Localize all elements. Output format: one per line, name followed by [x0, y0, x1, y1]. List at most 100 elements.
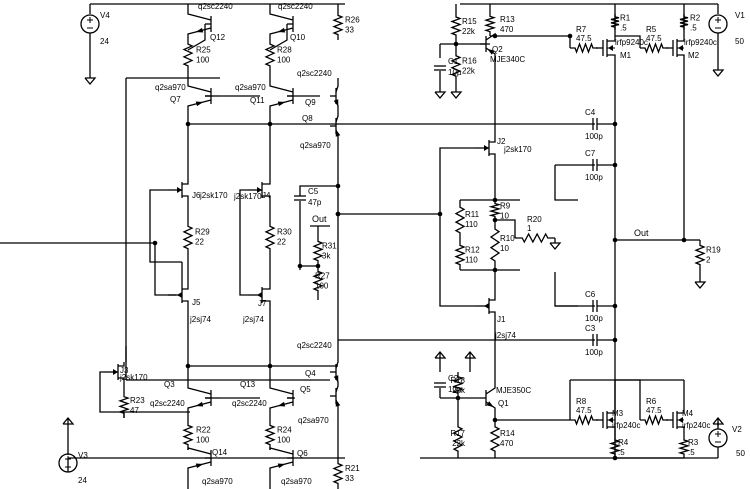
- resistor-r1: R1.5: [610, 14, 631, 33]
- capacitor-value: 10µ: [448, 68, 462, 77]
- junction-dot: [335, 183, 341, 189]
- junction-dot: [681, 237, 687, 243]
- transistor-name: J3: [120, 366, 129, 375]
- resistor-name: R15: [462, 17, 477, 26]
- resistor-name: R13: [500, 15, 515, 24]
- resistor-name: R16: [462, 56, 477, 65]
- ground-icon: [434, 91, 447, 100]
- resistor-value: 3k: [322, 252, 331, 261]
- resistor-name: R3: [688, 438, 699, 447]
- transistor-model: irfp240c: [612, 421, 640, 430]
- capacitor-name: C4: [585, 108, 596, 117]
- transistor-name: Q5: [300, 385, 311, 394]
- transistor-model: q2sa970: [202, 477, 233, 486]
- resistor-name: R17: [450, 429, 465, 438]
- capacitor-value: 10µ: [448, 385, 462, 394]
- junction-dot: [335, 211, 341, 217]
- supply-arrow-icon: [62, 416, 75, 426]
- resistor-name: R10: [500, 234, 515, 243]
- ground-icon: [450, 91, 463, 100]
- source-name: V4: [100, 11, 110, 20]
- transistor-name: Q8: [302, 114, 313, 123]
- capacitor-name: C7: [585, 149, 596, 158]
- resistor-value: 2: [706, 256, 711, 265]
- resistor-name: R6: [646, 397, 657, 406]
- resistor-name: R14: [500, 429, 515, 438]
- resistor-value: 110: [465, 220, 478, 229]
- junction-dot: [612, 237, 618, 243]
- transistor-model: irfp9240c: [615, 38, 648, 47]
- resistor-name: R4: [618, 438, 629, 447]
- capacitor-name: C3: [585, 324, 596, 333]
- transistor-model: q2sc2240: [232, 399, 267, 408]
- ground-icon: [549, 242, 562, 251]
- junction-dot: [567, 33, 573, 39]
- source-name: V1: [735, 11, 745, 20]
- capacitor-value: 100p: [585, 132, 603, 141]
- transistor-name: M2: [688, 51, 700, 60]
- resistor-r3: R3.5: [677, 436, 699, 458]
- junction-dots: [152, 33, 687, 461]
- transistor-name: Q7: [170, 95, 181, 104]
- junction-dot: [267, 363, 273, 369]
- wires: [0, 3, 719, 489]
- transistor-name: Q9: [305, 98, 316, 107]
- source-value: 50: [736, 449, 745, 458]
- transistor-name: Q14: [212, 448, 228, 457]
- junction-dot: [612, 303, 618, 309]
- transistor-model: q2sc2240: [278, 2, 313, 11]
- resistor-value: 110: [465, 256, 478, 265]
- resistor-name: R27: [315, 272, 330, 281]
- transistor-name: Q12: [210, 33, 226, 42]
- resistor-value: .5: [690, 24, 697, 33]
- resistor-value: 10: [500, 211, 509, 220]
- transistor-name: M1: [620, 51, 632, 60]
- junction-dot: [185, 363, 191, 369]
- transistor-model: j2sk170: [503, 145, 532, 154]
- transistor-name: J7: [258, 299, 267, 308]
- resistor-value: 100: [277, 55, 291, 64]
- capacitor-value: 47p: [308, 198, 322, 207]
- source-name: V3: [78, 451, 88, 460]
- source-value: 24: [100, 37, 109, 46]
- resistor-value: 22k: [462, 66, 476, 75]
- resistor-name: R21: [345, 464, 360, 473]
- resistor-name: R30: [277, 228, 292, 237]
- junction-dot: [437, 211, 443, 217]
- resistor-value: 47.5: [576, 34, 592, 43]
- junction-dot: [152, 240, 158, 246]
